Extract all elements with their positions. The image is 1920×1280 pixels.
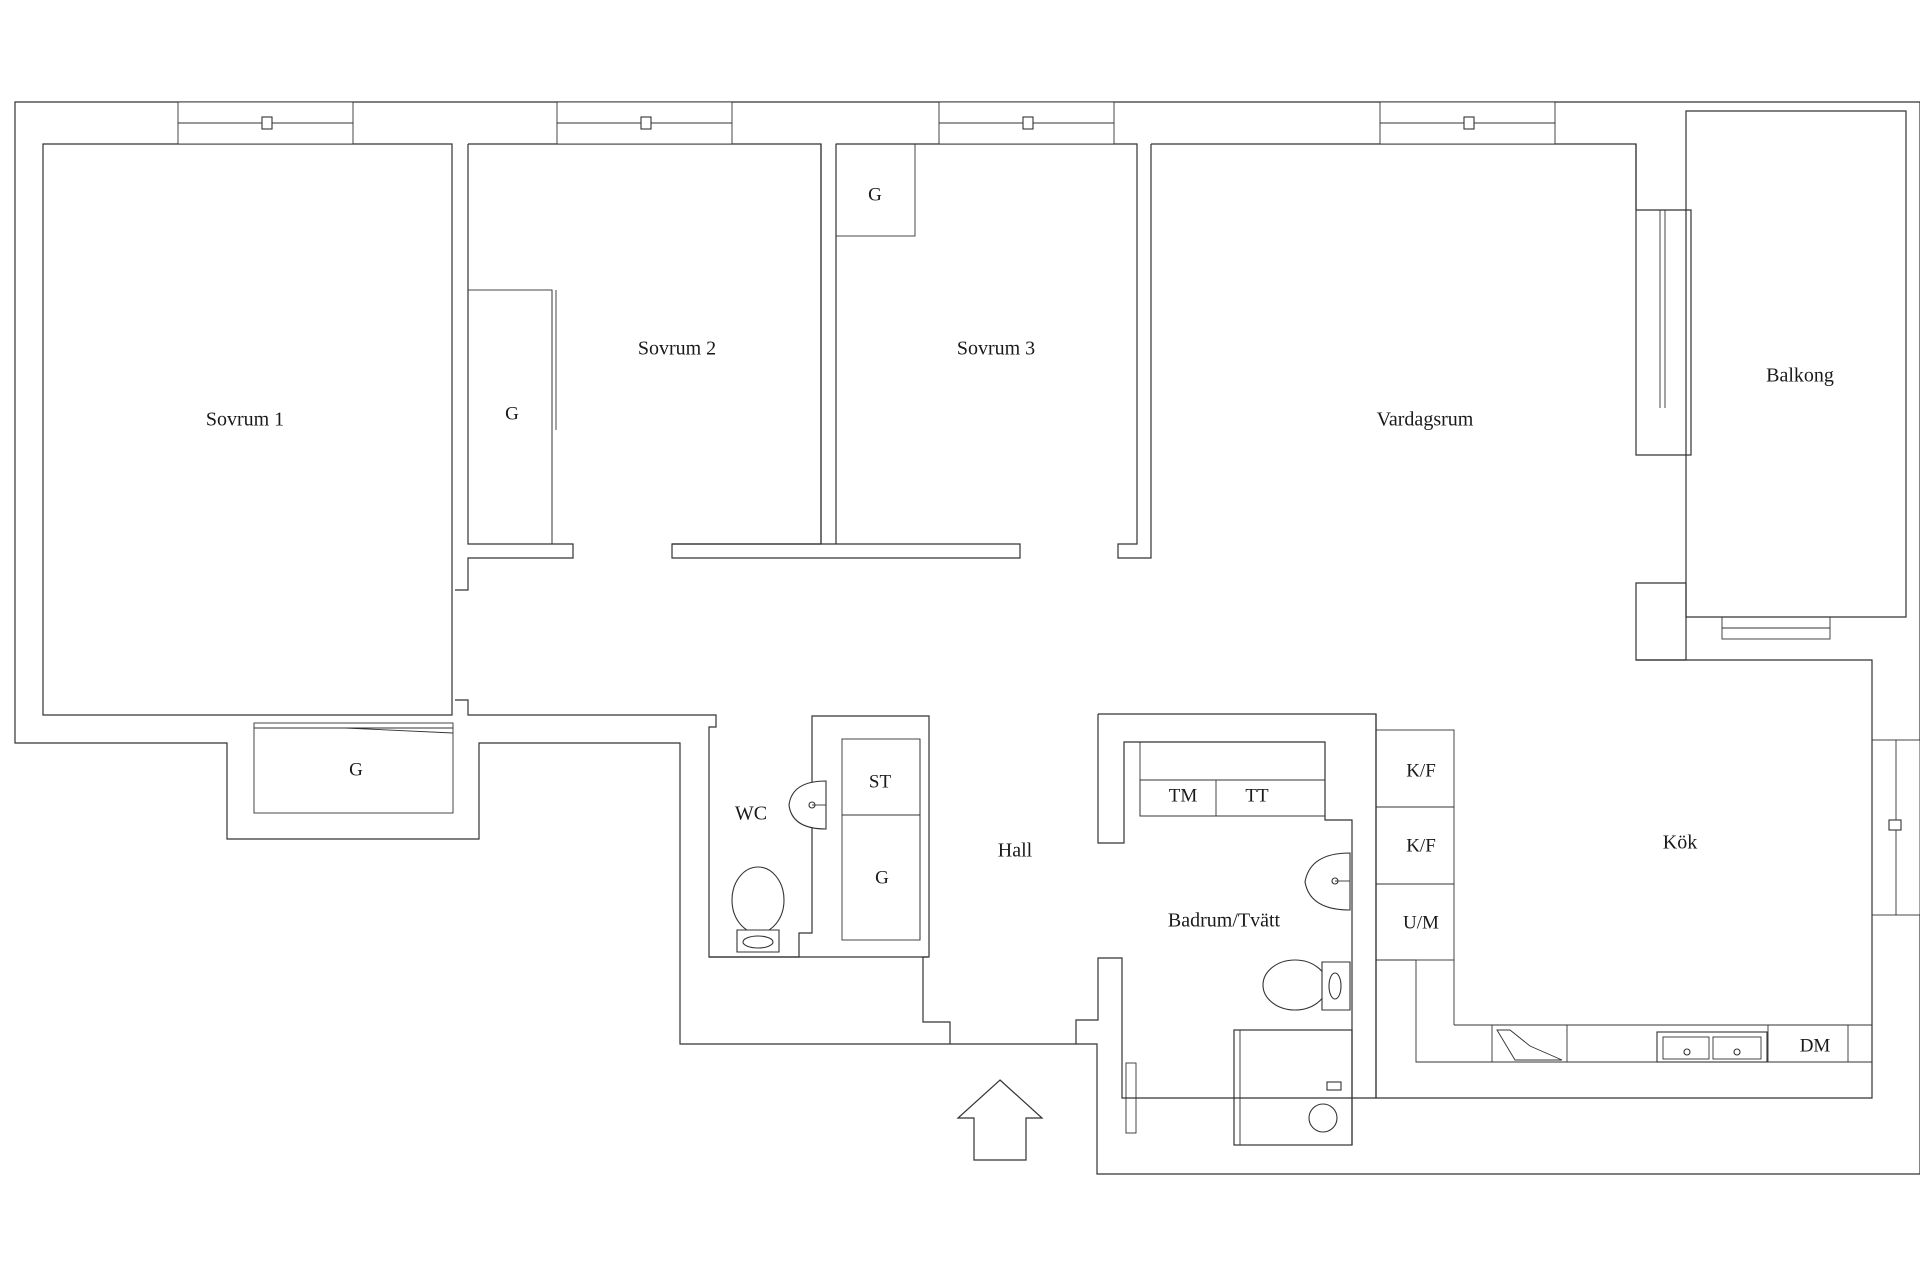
fridge-freezer-label-1: K/F <box>1406 760 1436 781</box>
room-label-sovrum-1: Sovrum 1 <box>206 409 284 431</box>
room-label-kok: Kök <box>1663 832 1697 854</box>
sovrum-3-walls <box>835 143 916 544</box>
closet-label-sovrum-3: G <box>868 184 882 205</box>
entrance-arrow-icon <box>956 1079 1044 1161</box>
kitchen-walls <box>1375 714 1873 1099</box>
room-label-sovrum-3: Sovrum 3 <box>957 338 1035 360</box>
dryer-label-tt: TT <box>1245 785 1269 806</box>
fridge-freezer-label-2: K/F <box>1406 835 1436 856</box>
closet-label-sovrum-1: G <box>349 759 363 780</box>
wc-area <box>709 715 951 1044</box>
room-label-vardagsrum: Vardagsrum <box>1377 409 1474 431</box>
shower-icon <box>1233 1029 1353 1146</box>
window-vardagsrum <box>1379 101 1556 145</box>
closet-label-hall: G <box>875 867 889 888</box>
window-sovrum-1 <box>177 101 354 145</box>
sovrum-1-closet <box>253 699 928 958</box>
oven-microwave-label: U/M <box>1403 912 1439 933</box>
sovrum-2-walls <box>455 144 1021 591</box>
stove-icon <box>1491 1024 1568 1063</box>
washer-label-tm: TM <box>1169 785 1198 806</box>
badrum-walls <box>1075 713 1377 1146</box>
storage-label-st: ST <box>869 771 892 792</box>
dishwasher-label: DM <box>1800 1035 1831 1056</box>
room-label-hall: Hall <box>998 840 1033 862</box>
room-label-sovrum-2: Sovrum 2 <box>638 338 716 360</box>
room-label-wc: WC <box>735 803 767 825</box>
sink-wc-icon <box>788 780 827 830</box>
exterior-walls <box>14 101 1920 1175</box>
room-label-balkong: Balkong <box>1766 365 1834 387</box>
toilet-badrum-icon <box>1262 959 1351 1011</box>
toilet-wc-icon <box>731 866 785 953</box>
room-label-badrum: Badrum/Tvätt <box>1168 910 1281 932</box>
window-sovrum-2 <box>556 101 733 145</box>
sink-badrum-icon <box>1304 852 1351 911</box>
windows <box>177 101 1920 916</box>
kitchen-sink-icon <box>1656 1031 1768 1063</box>
window-kok <box>1871 739 1920 916</box>
vardagsrum-walls <box>1635 110 1907 1025</box>
closet-label-sovrum-2: G <box>505 403 519 424</box>
window-sovrum-3 <box>938 101 1115 145</box>
